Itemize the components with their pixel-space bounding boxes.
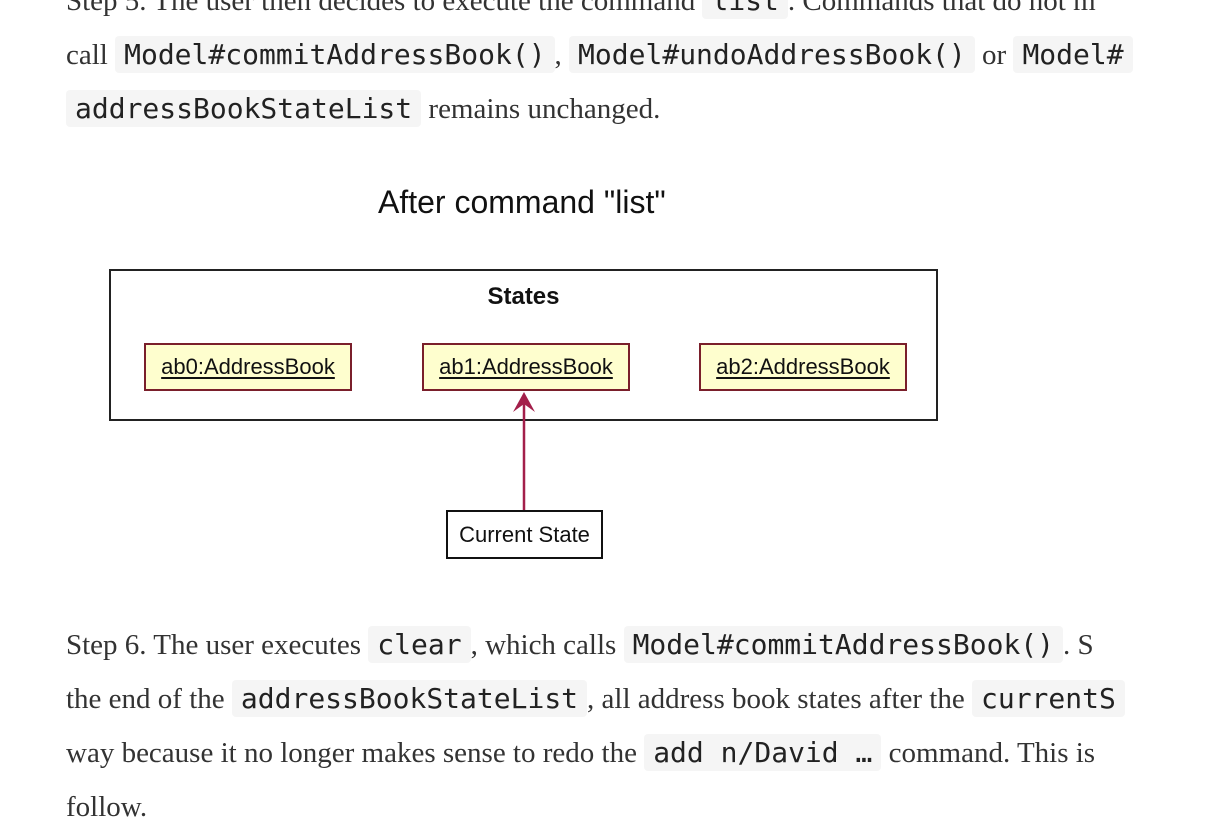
text: Step 6. The user executes [66, 629, 369, 661]
code-add-david: add n/David … [644, 734, 882, 771]
step5-line-1: Step 5. The user then decides to execute… [66, 0, 1133, 28]
step5-paragraph: Step 5. The user then decides to execute… [66, 0, 1133, 136]
text: or [974, 39, 1014, 71]
states-title: States [487, 283, 560, 310]
text: . S [1063, 629, 1094, 661]
step5-line-2: call Model#commitAddressBook(), Model#un… [66, 28, 1133, 82]
state-node-ab2: ab2:AddressBook [699, 343, 907, 391]
step6-line-1: Step 6. The user executes clear, which c… [66, 618, 1125, 672]
current-state-pointer: Current State [446, 510, 603, 559]
text: , [554, 39, 570, 71]
state-node-ab0: ab0:AddressBook [144, 343, 352, 391]
code-current: currentS [971, 680, 1125, 717]
text: command. This is [881, 737, 1096, 769]
text: follow. [66, 791, 148, 823]
code-model: Model# [1013, 36, 1133, 73]
step6-line-3: way because it no longer makes sense to … [66, 726, 1125, 780]
text: way because it no longer makes sense to … [66, 737, 645, 769]
text: , all address book states after the [587, 683, 972, 715]
code-commit: Model#commitAddressBook() [115, 36, 555, 73]
text: . Commands that do not m [787, 0, 1096, 17]
code-undo: Model#undoAddressBook() [569, 36, 975, 73]
text: , which calls [470, 629, 624, 661]
diagram-title: After command "list" [378, 184, 666, 220]
code-commit: Model#commitAddressBook() [623, 626, 1064, 663]
text: call [66, 39, 116, 71]
text: the end of the [66, 683, 232, 715]
step6-paragraph: Step 6. The user executes clear, which c… [66, 618, 1125, 834]
code-statelist: addressBookStateList [66, 90, 422, 127]
text: Step 5. The user then decides to execute… [66, 0, 703, 17]
step6-line-4: follow. [66, 780, 1125, 834]
code-statelist: addressBookStateList [231, 680, 588, 717]
step5-line-3: addressBookStateList remains unchanged. [66, 82, 1133, 136]
code-clear: clear [368, 626, 471, 663]
step6-line-2: the end of the addressBookStateList, all… [66, 672, 1125, 726]
code-list: list [702, 0, 788, 19]
state-node-ab1: ab1:AddressBook [422, 343, 630, 391]
arrow-head [513, 392, 535, 412]
text: remains unchanged. [421, 93, 661, 125]
